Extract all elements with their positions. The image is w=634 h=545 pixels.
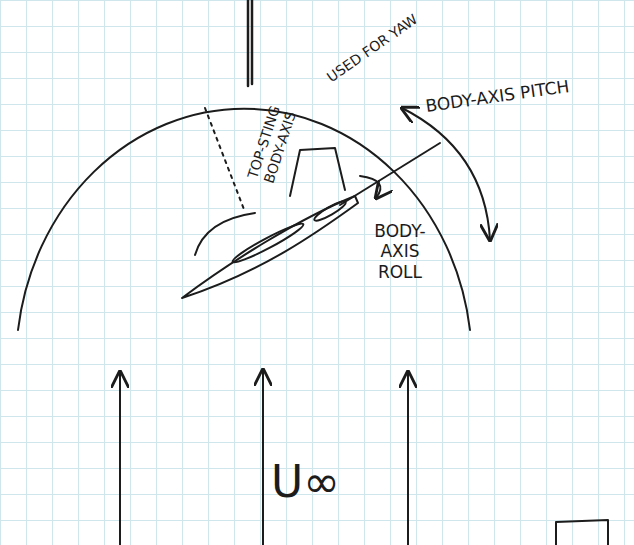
body-axis-line (205, 108, 245, 212)
top-sting (248, 0, 252, 86)
model-slot (230, 220, 305, 266)
freestream-symbol: U∞ (271, 456, 340, 509)
sting-mount (290, 148, 345, 196)
flow-arrow (407, 372, 409, 545)
model-slot (312, 199, 347, 224)
model-canopy (195, 213, 255, 255)
page-box (556, 520, 608, 545)
flow-arrow (119, 372, 121, 545)
pitch-arrow (402, 108, 490, 240)
tunnel-arc (18, 109, 470, 330)
axis-note: USED FOR YAW (324, 11, 421, 86)
motion-label: BODY-AXIS PITCH (424, 76, 570, 116)
axis-note: TOP-STING BODY-AXIS (242, 98, 301, 192)
motion-label: BODY-AXIS ROLL (365, 221, 435, 282)
flow-arrow (262, 370, 264, 545)
model-fuselage (182, 196, 358, 298)
roll-axis (340, 143, 440, 205)
roll-arrow (360, 176, 380, 198)
